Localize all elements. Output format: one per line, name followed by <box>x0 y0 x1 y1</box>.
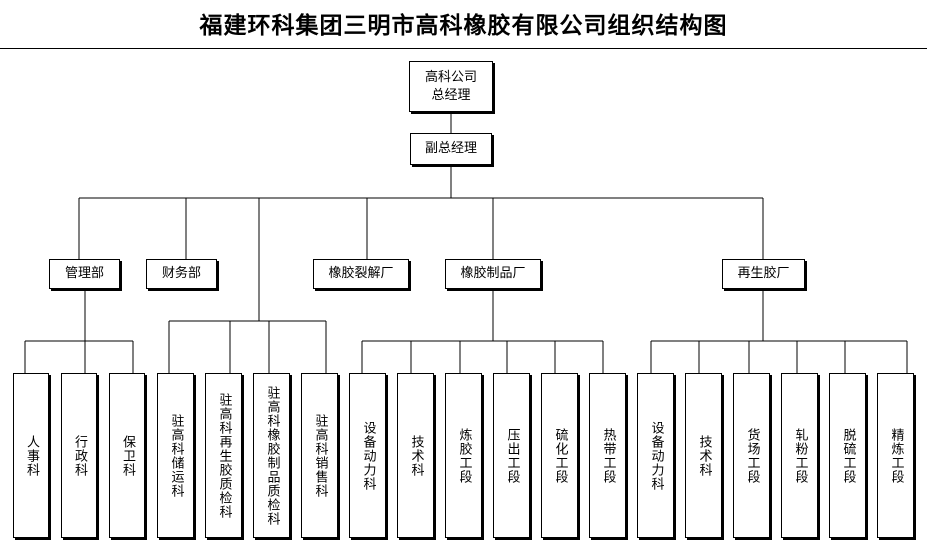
node-products-sub: 热带工段 <box>589 373 626 538</box>
node-station-sub: 驻高科储运科 <box>157 373 194 538</box>
node-label: 技术科 <box>696 434 712 477</box>
chart-title: 福建环科集团三明市高科橡胶有限公司组织结构图 <box>199 12 728 39</box>
node-label: 硫化工段 <box>552 427 568 484</box>
node-label: 货场工段 <box>744 427 760 484</box>
node-label: 驻高科销售科 <box>312 413 328 498</box>
node-general-manager: 高科公司 总经理 <box>409 61 493 112</box>
node-regen-sub: 货场工段 <box>733 373 770 538</box>
node-label: 精炼工段 <box>888 427 904 484</box>
node-rubber-cracking-plant: 橡胶裂解厂 <box>313 259 409 289</box>
node-label: 驻高科橡胶制品质检科 <box>264 385 280 526</box>
node-label: 脱硫工段 <box>840 427 856 484</box>
node-deputy-general-manager: 副总经理 <box>410 133 492 165</box>
node-reclaimed-rubber-plant: 再生胶厂 <box>722 259 805 289</box>
node-station-sub: 驻高科再生胶质检科 <box>205 373 242 538</box>
node-products-sub: 炼胶工段 <box>445 373 482 538</box>
node-label: 保卫科 <box>120 434 135 477</box>
node-products-sub: 压出工段 <box>493 373 530 538</box>
node-label: 设备动力科 <box>360 420 376 491</box>
node-rubber-products-plant: 橡胶制品厂 <box>445 259 541 289</box>
node-label: 驻高科再生胶质检科 <box>216 392 232 519</box>
node-label: 设备动力科 <box>648 420 664 491</box>
node-label: 行政科 <box>72 434 87 477</box>
node-products-sub: 技术科 <box>397 373 434 538</box>
node-management-dept: 管理部 <box>49 259 120 289</box>
node-station-sub: 驻高科销售科 <box>301 373 338 538</box>
node-label: 轧粉工段 <box>792 427 808 484</box>
node-regen-sub: 技术科 <box>685 373 722 538</box>
node-regen-sub: 脱硫工段 <box>829 373 866 538</box>
node-products-sub: 设备动力科 <box>349 373 386 538</box>
node-label: 技术科 <box>408 434 424 477</box>
node-regen-sub: 精炼工段 <box>877 373 914 538</box>
node-regen-sub: 轧粉工段 <box>781 373 818 538</box>
node-label: 炼胶工段 <box>456 427 472 484</box>
node-finance-dept: 财务部 <box>146 259 217 289</box>
node-label: 人事科 <box>24 434 39 477</box>
title-underline <box>0 48 927 49</box>
node-label: 热带工段 <box>600 427 616 484</box>
node-mgmt-sub: 人事科 <box>13 373 49 538</box>
node-label: 驻高科储运科 <box>168 413 184 498</box>
node-mgmt-sub: 行政科 <box>61 373 97 538</box>
node-station-sub: 驻高科橡胶制品质检科 <box>253 373 290 538</box>
node-mgmt-sub: 保卫科 <box>109 373 145 538</box>
node-label: 压出工段 <box>504 427 520 484</box>
node-regen-sub: 设备动力科 <box>637 373 674 538</box>
node-products-sub: 硫化工段 <box>541 373 578 538</box>
